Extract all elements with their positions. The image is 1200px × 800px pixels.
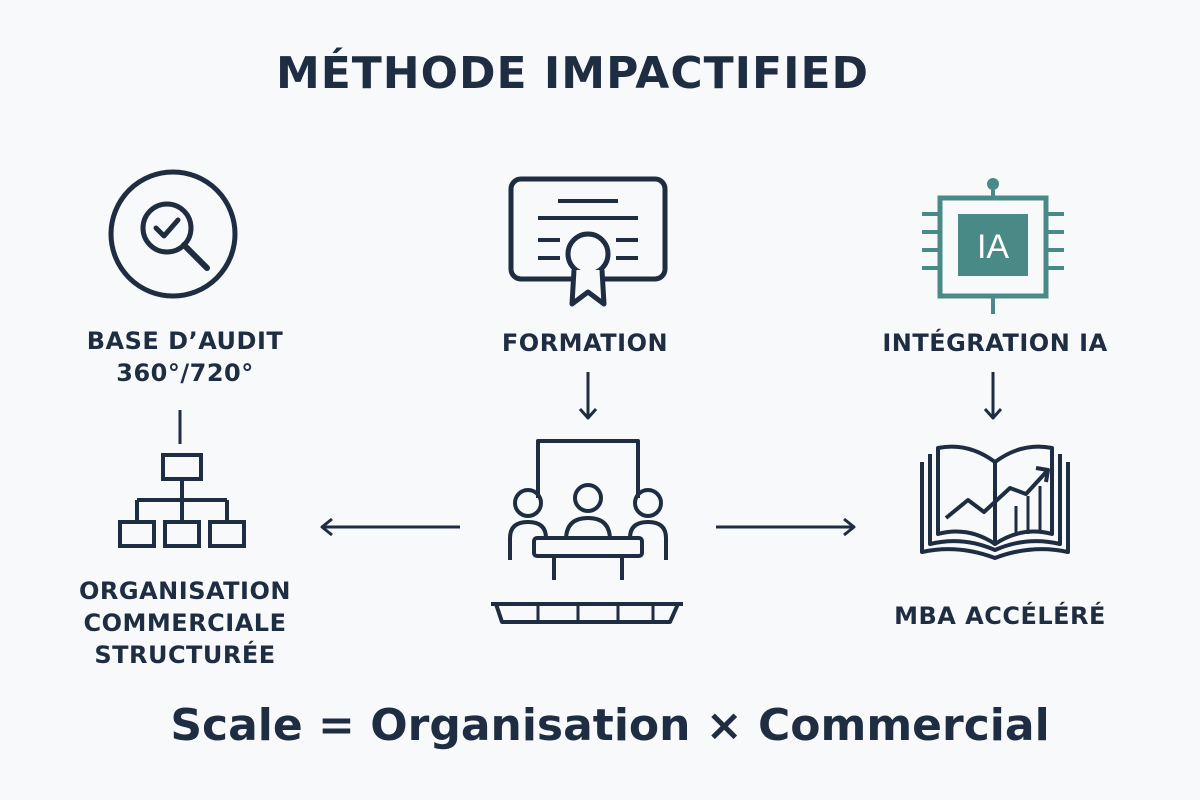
- chip-text: IA: [977, 228, 1009, 266]
- right-arrow: [716, 517, 856, 537]
- left-arrow: [320, 517, 460, 537]
- ia-label: INTÉGRATION IA: [882, 329, 1108, 357]
- open-book-growth-icon: [920, 444, 1070, 560]
- org-chart-icon: [118, 453, 246, 548]
- mba-label: MBA ACCÉLÉRÉ: [894, 602, 1106, 630]
- organisation-label: ORGANISATION COMMERCIALE STRUCTURÉE: [79, 577, 291, 669]
- diagram-title: MÉTHODE IMPACTIFIED: [275, 48, 870, 99]
- certificate-icon: [508, 176, 668, 307]
- formation-down-arrow: [578, 372, 598, 420]
- magnifier-check-icon: [108, 169, 238, 299]
- formula: Scale = Organisation × Commercial: [170, 700, 1050, 751]
- audit-label: BASE D’AUDIT 360°/720°: [86, 327, 284, 387]
- ia-down-arrow: [983, 372, 1003, 420]
- formation-label: FORMATION: [501, 329, 669, 357]
- meeting-table-icon: [491, 439, 683, 624]
- ai-chip-icon: IA: [922, 178, 1064, 314]
- audit-connector-line: [178, 410, 182, 444]
